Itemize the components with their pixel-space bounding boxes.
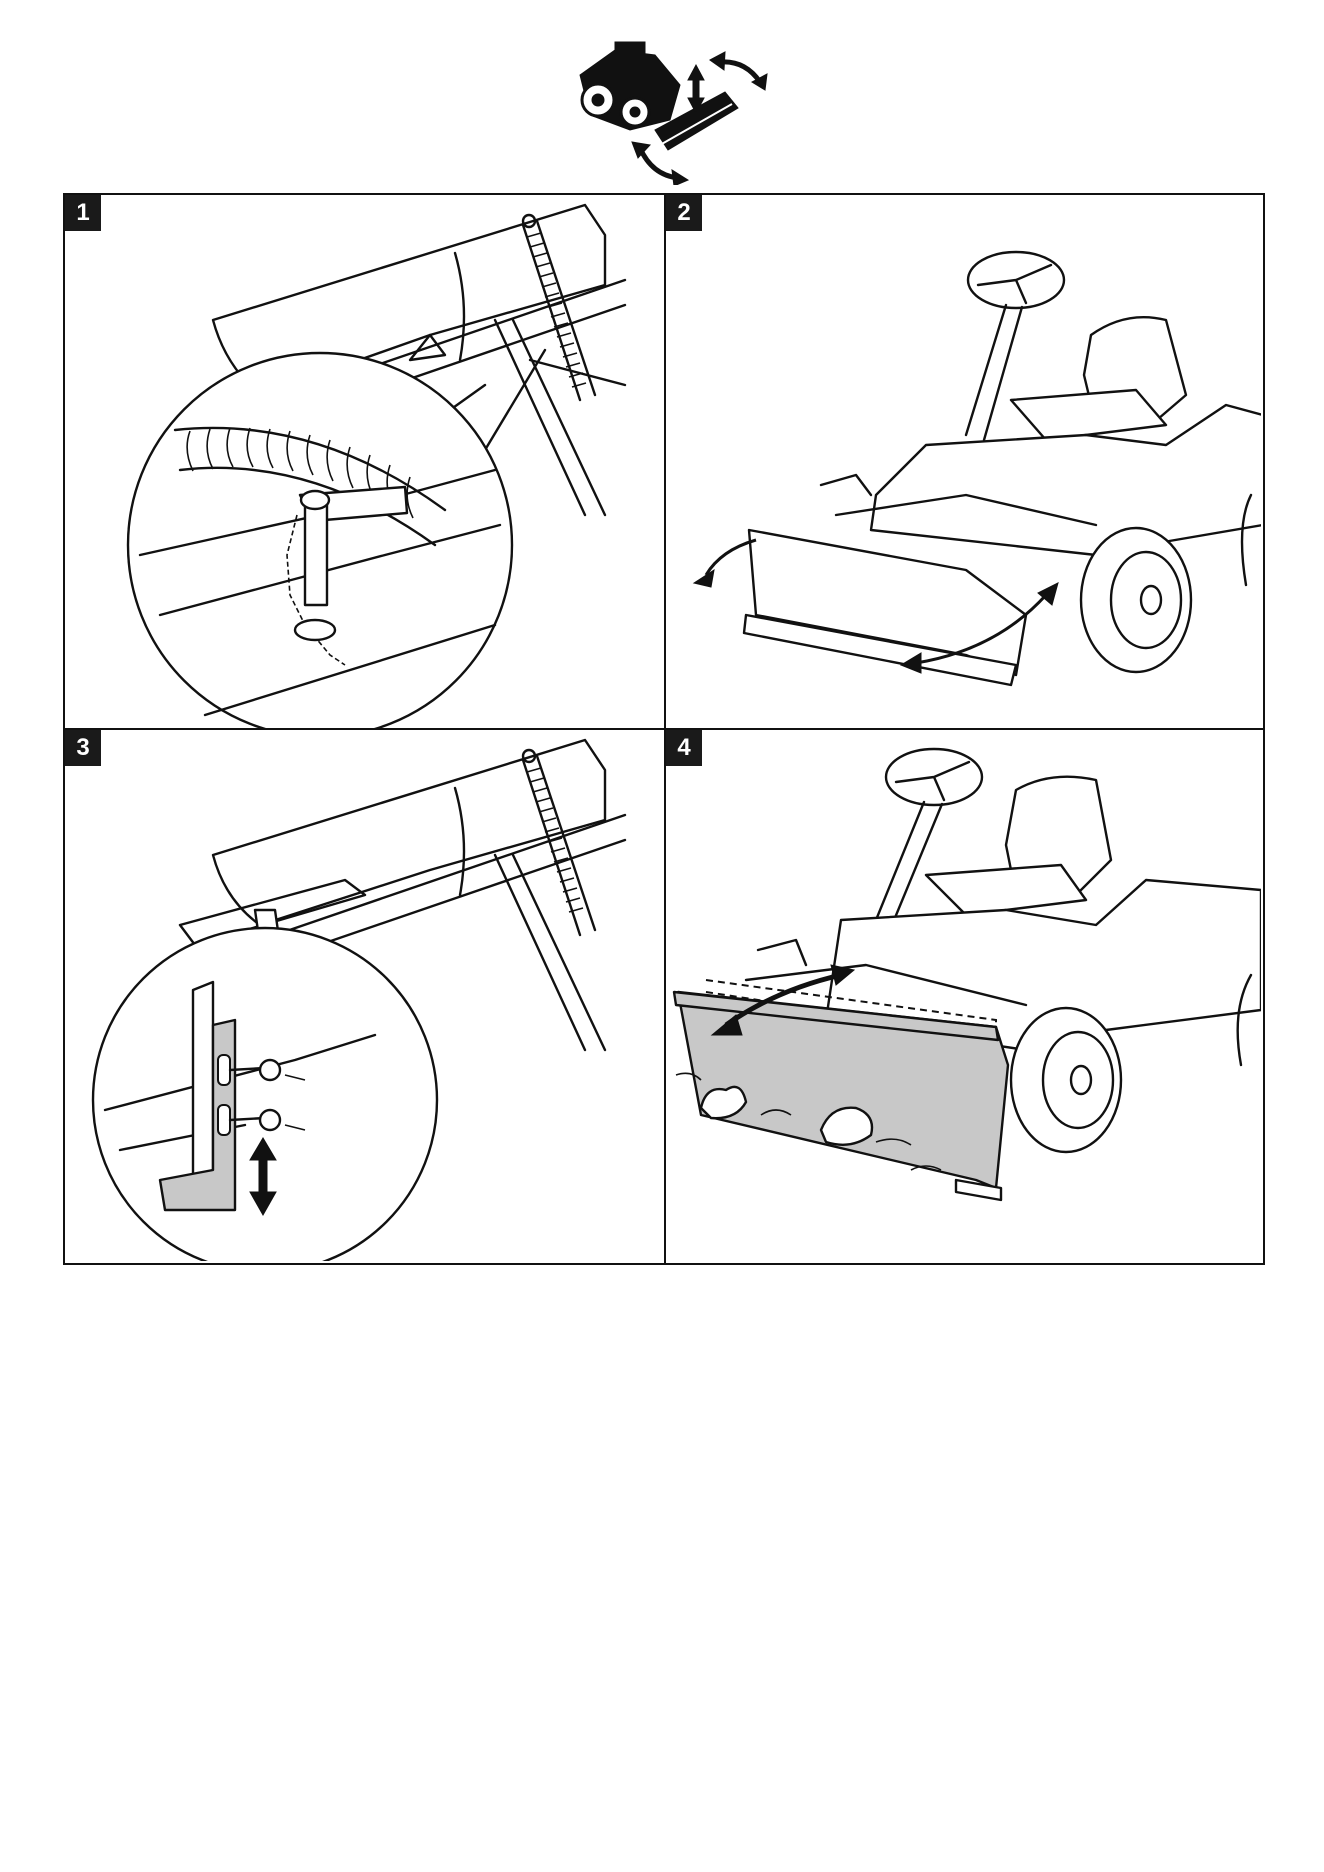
step-1-panel: 1: [65, 195, 666, 730]
magnified-detail: [128, 353, 512, 728]
step-3-panel: 3: [65, 730, 666, 1263]
tractor-plow-angle-illustration: [666, 195, 1261, 728]
step-2-panel: 2: [666, 195, 1263, 730]
tractor-snow-plow-icon: [560, 20, 780, 185]
skid-shoe-adjust-illustration: [65, 730, 664, 1261]
spring-pin-detail-illustration: [65, 195, 664, 728]
illustration-grid: 1: [63, 193, 1265, 1265]
step-4-panel: 4: [666, 730, 1263, 1263]
tractor-plow-snow-illustration: [666, 730, 1261, 1261]
magnified-detail: [93, 928, 437, 1261]
